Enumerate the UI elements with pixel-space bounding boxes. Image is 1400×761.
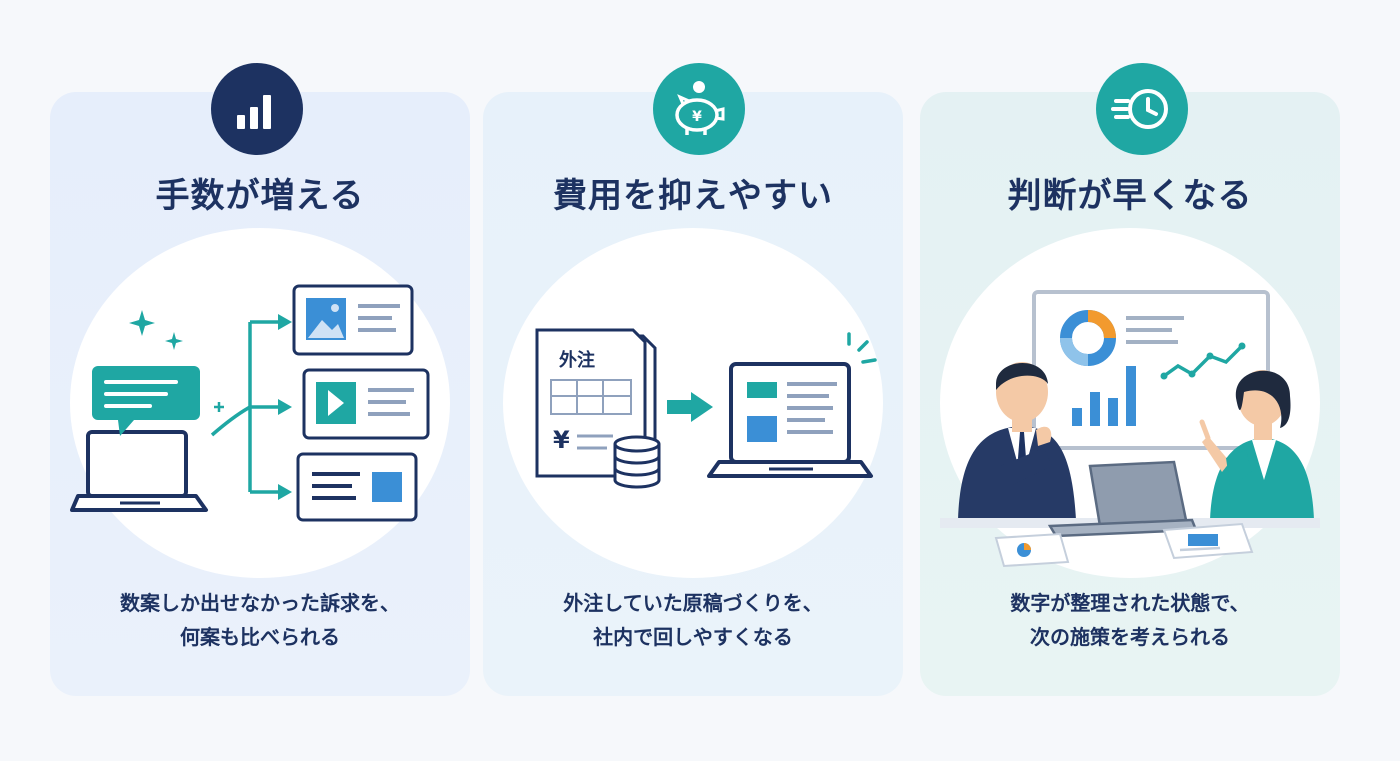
description-line: 数字が整理された状態で、 — [1010, 591, 1250, 615]
sparkle-icon — [129, 310, 183, 350]
card-description: 数案しか出せなかった訴求を、 何案も比べられる — [50, 586, 470, 654]
cost-illustration: 外注 ¥ — [535, 328, 877, 489]
coin-stack-icon — [613, 435, 661, 489]
yen-symbol: ¥ — [553, 426, 570, 454]
description-line: 社内で回しやすくなる — [593, 625, 793, 649]
text-card — [296, 452, 418, 522]
description-line: 数案しか出せなかった訴求を、 — [120, 591, 400, 615]
card-title: 判断が早くなる — [1007, 176, 1253, 216]
card-description: 外注していた原稿づくりを、 社内で回しやすくなる — [483, 586, 903, 654]
report-papers — [994, 522, 1254, 568]
laptop-icon — [70, 430, 208, 512]
bar-chart-icon — [211, 63, 303, 155]
card-title: 手数が増える — [155, 176, 365, 216]
decision-illustration — [940, 290, 1320, 568]
spark-lines — [847, 332, 877, 364]
chat-bubble-icon — [92, 366, 200, 436]
card-title: 費用を抑えやすい — [553, 176, 833, 216]
variations-illustration — [70, 284, 430, 522]
image-card — [292, 284, 414, 356]
video-card — [302, 368, 430, 440]
woman-avatar — [1199, 370, 1314, 520]
svg-text:¥: ¥ — [692, 109, 702, 125]
piggy-bank-yen-icon: ¥ — [653, 63, 745, 155]
card-description: 数字が整理された状態で、 次の施策を考えられる — [920, 586, 1340, 654]
man-avatar — [958, 362, 1076, 520]
doc-label: 外注 — [559, 349, 595, 371]
description-line: 外注していた原稿づくりを、 — [563, 591, 823, 615]
laptop-icon — [1047, 460, 1198, 538]
description-line: 何案も比べられる — [180, 625, 340, 649]
fast-clock-icon — [1096, 63, 1188, 155]
plus-icon — [214, 402, 224, 412]
description-line: 次の施策を考えられる — [1030, 625, 1230, 649]
arrow-right-icon — [667, 392, 713, 422]
branch-arrows — [210, 314, 292, 500]
laptop-icon — [707, 362, 873, 478]
dashboard-board — [1032, 290, 1270, 450]
